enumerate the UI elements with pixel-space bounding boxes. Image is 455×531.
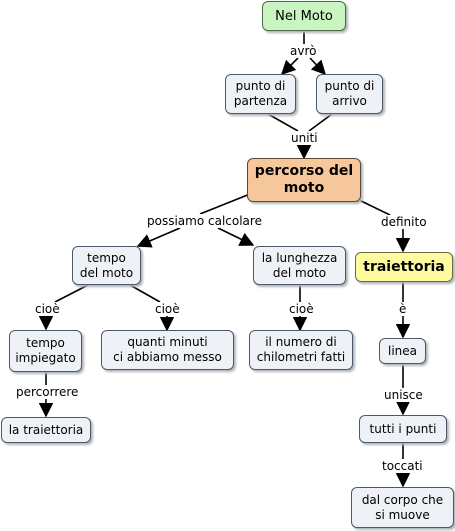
edge-avro-arrivo: [309, 57, 326, 76]
node-nel-moto[interactable]: Nel Moto: [262, 1, 346, 31]
edge-partenza-uniti: [267, 113, 299, 132]
node-tempo-del-moto[interactable]: tempo del moto: [72, 246, 141, 285]
link-label-cioe-1: cioè: [34, 302, 61, 316]
edge-possiamo-tempo: [136, 227, 181, 248]
link-label-cioe-2: cioè: [154, 302, 181, 316]
link-label-unisce: unisce: [383, 388, 424, 402]
edge-percorso-possiamo: [199, 193, 251, 215]
edge-possiamo-lunghezza: [217, 227, 255, 246]
link-label-definito: definito: [380, 215, 428, 229]
node-quanti-minuti[interactable]: quanti minuti ci abbiamo messo: [101, 330, 234, 370]
edge-arrivo-uniti: [308, 113, 333, 132]
link-label-uniti: uniti: [290, 131, 319, 145]
edge-tempo-cioe2: [129, 284, 161, 303]
node-punto-di-partenza[interactable]: punto di partenza: [225, 74, 296, 114]
link-label-toccati: toccati: [381, 459, 424, 473]
edge-percorso-definito: [356, 198, 391, 216]
node-tutti-i-punti[interactable]: tutti i punti: [359, 415, 447, 443]
edge-avro-partenza: [280, 57, 299, 76]
node-dal-corpo-che-si-muove[interactable]: dal corpo che si muove: [351, 487, 454, 528]
node-il-numero-di-chilometri[interactable]: il numero di chilometri fatti: [249, 330, 353, 370]
node-tempo-impiegato[interactable]: tempo impiegato: [9, 330, 82, 372]
node-la-traiettoria[interactable]: la traiettoria: [1, 417, 91, 443]
node-la-lunghezza-del-moto[interactable]: la lunghezza del moto: [253, 246, 346, 285]
edge-tempo-cioe1: [54, 284, 89, 303]
link-label-percorrere: percorrere: [15, 385, 80, 399]
link-label-possiamo-calcolare: possiamo calcolare: [146, 214, 263, 228]
link-label-e: è: [398, 302, 408, 316]
link-label-avro: avrò: [289, 44, 318, 58]
node-punto-di-arrivo[interactable]: punto di arrivo: [316, 74, 383, 114]
link-label-cioe-3: cioè: [288, 302, 315, 316]
node-percorso-del-moto[interactable]: percorso del moto: [247, 158, 361, 202]
node-traiettoria[interactable]: traiettoria: [355, 252, 453, 282]
node-linea[interactable]: linea: [379, 338, 426, 364]
